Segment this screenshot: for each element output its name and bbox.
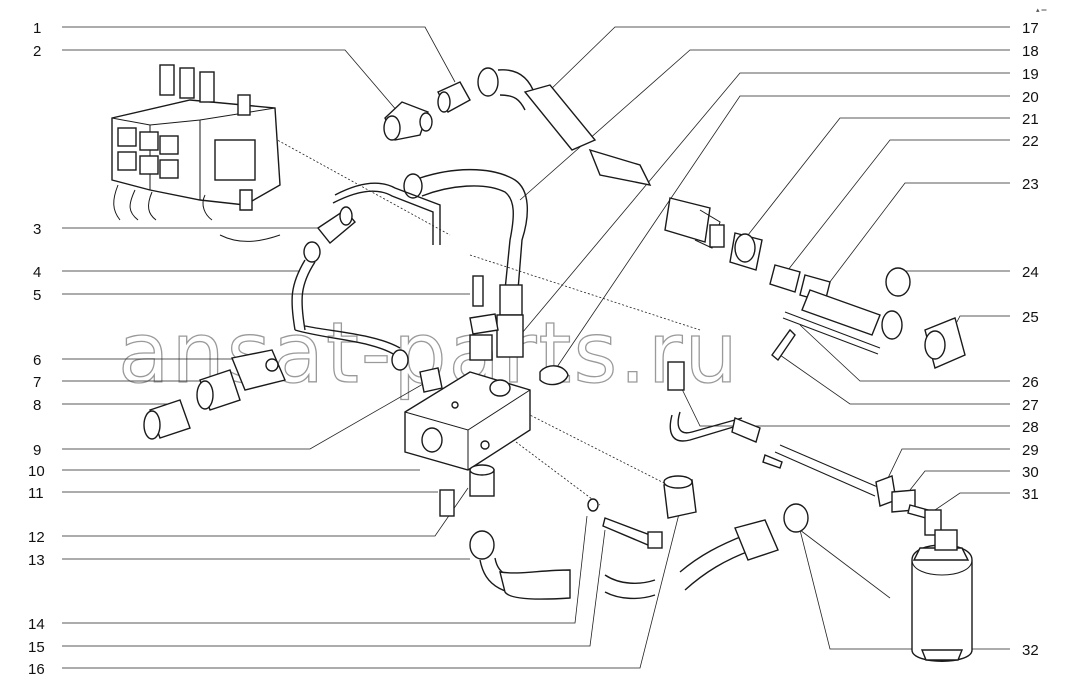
callout-25: 25 [1022, 309, 1039, 326]
callout-labels-left: 1 2 3 4 5 6 7 8 9 10 11 12 13 14 15 16 [28, 20, 45, 678]
right-hose-assembly [664, 197, 966, 369]
callout-5: 5 [33, 287, 41, 304]
callout-6: 6 [33, 352, 41, 369]
bolt-and-washer [587, 498, 663, 549]
callout-27: 27 [1022, 397, 1039, 414]
callout-10: 10 [28, 463, 45, 480]
right-lower-hose [679, 503, 809, 591]
filter-assembly [911, 509, 973, 662]
top-fittings [383, 67, 652, 186]
callout-9: 9 [33, 442, 41, 459]
callout-18: 18 [1022, 43, 1039, 60]
callout-12: 12 [28, 529, 45, 546]
callout-16: 16 [28, 661, 45, 678]
callout-20: 20 [1022, 89, 1039, 106]
callout-26: 26 [1022, 374, 1039, 391]
callout-11: 11 [28, 485, 44, 502]
bottom-fittings [439, 464, 495, 517]
callout-labels-right: 17 18 19 20 21 22 23 24 25 26 27 28 29 3… [1022, 20, 1039, 659]
callout-29: 29 [1022, 442, 1039, 459]
corner-mark: ▴ ═ [1036, 7, 1046, 14]
callout-21: 21 [1022, 111, 1039, 128]
callout-23: 23 [1022, 176, 1039, 193]
callout-14: 14 [28, 616, 45, 633]
small-pipe-line [667, 361, 881, 497]
callout-7: 7 [33, 374, 41, 391]
callout-22: 22 [1022, 133, 1039, 150]
manifold-block [404, 275, 569, 471]
callout-4: 4 [33, 264, 41, 281]
leader-lines [62, 26, 1010, 669]
callout-24: 24 [1022, 264, 1039, 281]
lower-hose [469, 530, 656, 600]
callout-32: 32 [1022, 642, 1039, 659]
callout-2: 2 [33, 43, 41, 60]
left-fittings [143, 349, 286, 440]
callout-1: 1 [33, 20, 41, 37]
small-tube-line [291, 182, 443, 393]
control-valve-assembly [111, 64, 281, 242]
callout-17: 17 [1022, 20, 1039, 37]
elbow-fitting [663, 475, 697, 519]
callout-15: 15 [28, 639, 45, 656]
callout-30: 30 [1022, 464, 1039, 481]
callout-31: 31 [1022, 486, 1039, 503]
callout-8: 8 [33, 397, 41, 414]
pipe-clamps [875, 475, 929, 519]
callout-19: 19 [1022, 66, 1039, 83]
callout-13: 13 [28, 552, 45, 569]
bent-pipe [403, 168, 529, 358]
callout-28: 28 [1022, 419, 1039, 436]
callout-3: 3 [33, 221, 41, 238]
